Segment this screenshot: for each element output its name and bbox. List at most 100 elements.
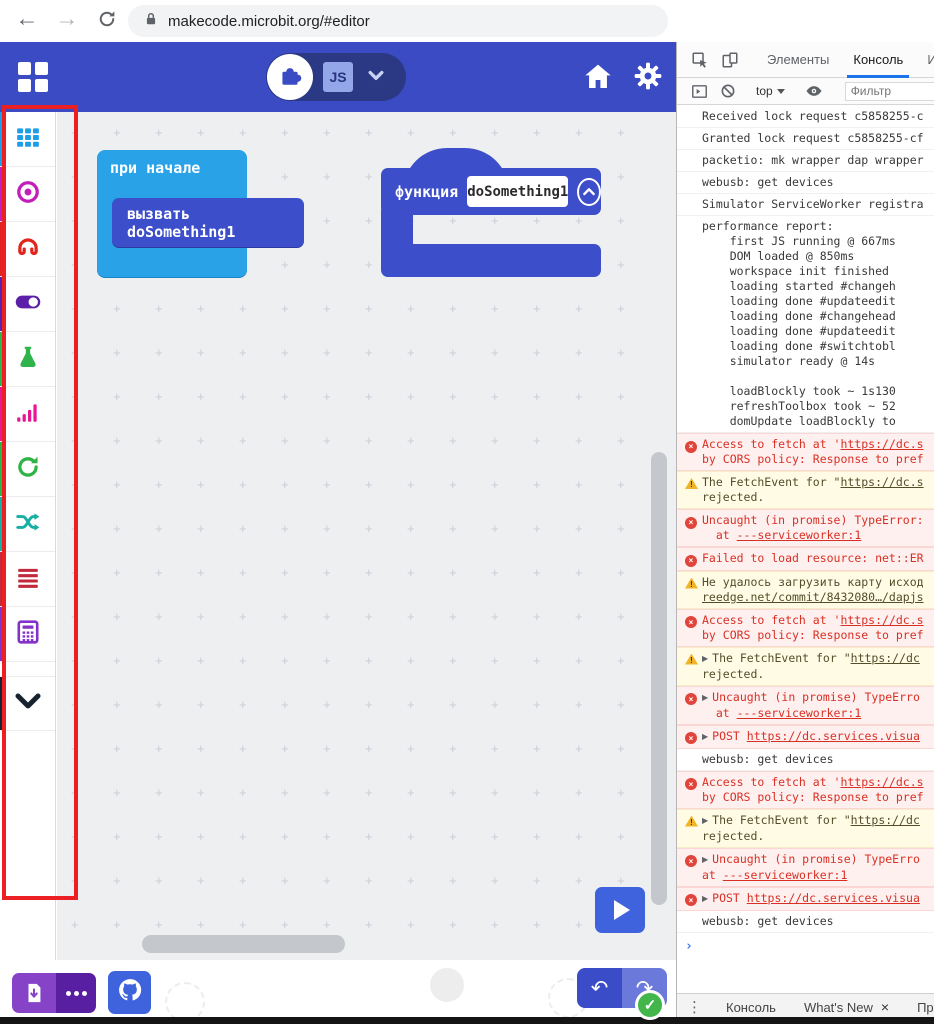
console-prompt[interactable]: › [677, 933, 934, 960]
console-link[interactable]: https://dc [851, 813, 920, 827]
console-message-list[interactable]: Received lock request c5858255-cGranted … [677, 106, 934, 994]
toolbox-highlight-annotation [2, 105, 78, 900]
vertical-scrollbar[interactable] [651, 452, 667, 905]
console-link[interactable]: https://dc.s [840, 775, 923, 789]
workspace-canvas[interactable]: при начале вызвать doSomething1 функция … [57, 112, 676, 960]
console-link[interactable]: ---serviceworker:1 [737, 706, 862, 720]
makecode-logo-icon[interactable] [18, 62, 48, 92]
block-call-function[interactable]: вызвать doSomething1 [112, 198, 304, 247]
devtools-tab-bar: ЭлементыКонсольИ [677, 42, 934, 78]
console-link[interactable]: ---serviceworker:1 [723, 868, 848, 882]
reload-icon[interactable] [92, 8, 122, 35]
error-icon: × [685, 616, 697, 628]
expand-icon[interactable]: ▶ [702, 690, 708, 705]
github-icon [117, 977, 143, 1008]
console-warn-message[interactable]: !▶The FetchEvent for "https://dcrejected… [677, 647, 934, 686]
expand-icon[interactable]: ▶ [702, 729, 708, 744]
device-toolbar-icon[interactable] [721, 51, 739, 69]
play-simulator-button[interactable] [595, 887, 645, 933]
console-log-message: webusb: get devices [677, 911, 934, 933]
devtools-drawer-bar: ⋮ КонсольWhat's New×Пробл [677, 993, 934, 1020]
eye-icon[interactable] [805, 82, 823, 100]
devtools-tab-И[interactable]: И [915, 42, 934, 78]
console-error-message[interactable]: ×Access to fetch at 'https://dc.sby CORS… [677, 771, 934, 809]
console-error-message[interactable]: ×▶POST https://dc.services.visua [677, 725, 934, 749]
devtools-tab-Консоль[interactable]: Консоль [841, 42, 915, 78]
chevron-down-icon[interactable] [366, 65, 386, 90]
block-on-start-label: при начале [110, 159, 200, 177]
undo-button[interactable]: ↶ [577, 968, 622, 1008]
console-link[interactable]: https://dc [851, 651, 920, 665]
home-icon[interactable] [582, 60, 614, 97]
warning-icon: ! [685, 478, 698, 489]
github-button[interactable] [108, 971, 151, 1014]
console-link[interactable]: ---serviceworker:1 [737, 528, 862, 542]
error-icon: × [685, 732, 697, 744]
console-filter-input[interactable] [845, 82, 934, 101]
console-warn-message[interactable]: !The FetchEvent for "https://dc.srejecte… [677, 471, 934, 509]
error-icon: × [685, 441, 697, 453]
console-log-message: packetio: mk wrapper dap wrapper [677, 150, 934, 172]
warning-icon: ! [685, 578, 698, 589]
console-link[interactable]: https://dc.s [840, 613, 923, 627]
close-icon[interactable]: × [881, 999, 889, 1015]
console-link[interactable]: reedge.net/commit/8432080…/dapjs [702, 590, 924, 604]
address-bar[interactable]: makecode.microbit.org/#editor [128, 5, 668, 37]
expand-icon[interactable]: ▶ [702, 852, 708, 867]
blocks-toggle-button[interactable] [267, 54, 313, 100]
console-error-message[interactable]: ×▶Uncaught (in promise) TypeErro at ---s… [677, 686, 934, 725]
makecode-header: JS [0, 42, 676, 112]
console-log-message: performance report: first JS running @ 6… [677, 216, 934, 433]
browser-toolbar: ← → makecode.microbit.org/#editor [0, 0, 934, 42]
console-log-message: Received lock request c5858255-c [677, 106, 934, 128]
more-options-icon[interactable] [56, 973, 96, 1013]
expand-icon[interactable]: ▶ [702, 813, 708, 828]
devtools-panel: ЭлементыКонсольИ top Received lock reque… [676, 42, 934, 1017]
puzzle-icon [277, 62, 303, 93]
js-toggle-button[interactable]: JS [323, 62, 353, 92]
drawer-menu-icon[interactable]: ⋮ [677, 998, 712, 1016]
console-log-message: Granted lock request c5858255-cf [677, 128, 934, 150]
console-error-message[interactable]: ×Access to fetch at 'https://dc.sby CORS… [677, 609, 934, 647]
error-icon: × [685, 517, 697, 529]
gear-icon[interactable] [632, 60, 664, 97]
console-link[interactable]: https://dc.s [840, 475, 923, 489]
console-link[interactable]: https://dc.s [840, 437, 923, 451]
console-error-message[interactable]: ×Failed to load resource: net::ER [677, 547, 934, 571]
back-icon[interactable]: ← [12, 5, 42, 32]
context-selector[interactable]: top [752, 84, 789, 98]
console-log-message: webusb: get devices [677, 172, 934, 194]
error-icon: × [685, 855, 697, 867]
console-toolbar: top [677, 78, 934, 105]
clear-console-icon[interactable] [720, 83, 736, 99]
adguard-shield-icon[interactable]: ✓ [635, 990, 665, 1020]
console-sidebar-icon[interactable] [691, 83, 708, 100]
devtools-tab-Элементы[interactable]: Элементы [755, 42, 841, 78]
console-error-message[interactable]: ×▶POST https://dc.services.visua [677, 887, 934, 911]
console-warn-message[interactable]: !▶The FetchEvent for "https://dcrejected… [677, 809, 934, 848]
url-text: makecode.microbit.org/#editor [168, 13, 370, 30]
collapse-block-button[interactable] [577, 178, 601, 206]
undo-icon: ↶ [591, 976, 609, 1001]
console-link[interactable]: https://dc.services.visua [747, 729, 920, 743]
console-log-message: webusb: get devices [677, 749, 934, 771]
play-icon [614, 900, 630, 920]
download-file-icon[interactable] [12, 973, 56, 1013]
function-name-field[interactable]: doSomething1 [467, 176, 568, 207]
horizontal-scrollbar[interactable] [142, 935, 345, 953]
console-warn-message[interactable]: !Не удалось загрузить карту исходreedge.… [677, 571, 934, 609]
console-link[interactable]: https://dc.services.visua [747, 891, 920, 905]
warning-icon: ! [685, 654, 698, 665]
inspect-element-icon[interactable] [691, 51, 709, 69]
console-error-message[interactable]: ×Access to fetch at 'https://dc.sby CORS… [677, 433, 934, 471]
block-function-definition[interactable]: функция doSomething1 [381, 168, 601, 215]
blocks-js-toggle[interactable]: JS [266, 53, 406, 101]
console-error-message[interactable]: ×▶Uncaught (in promise) TypeErroat ---se… [677, 848, 934, 887]
expand-icon[interactable]: ▶ [702, 651, 708, 666]
download-button[interactable] [12, 973, 96, 1013]
expand-icon[interactable]: ▶ [702, 891, 708, 906]
error-icon: × [685, 693, 697, 705]
forward-icon[interactable]: → [52, 5, 82, 32]
console-error-message[interactable]: ×Uncaught (in promise) TypeError: at ---… [677, 509, 934, 547]
